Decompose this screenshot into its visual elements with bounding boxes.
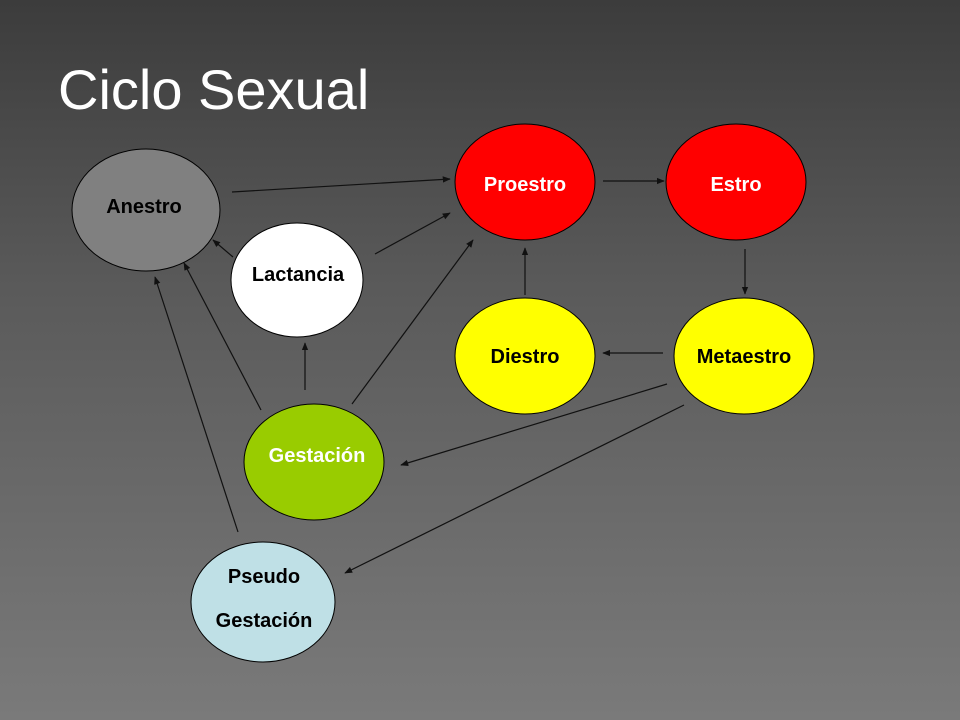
edge-anestro-proestro [231, 176, 451, 193]
node-lactancia: Lactancia [230, 222, 364, 338]
edge-gestacion-anestro [183, 262, 262, 411]
node-pseudo-label-line1: Pseudo [228, 566, 300, 588]
node-pseudo-gestacion: Pseudo Gestación [190, 541, 336, 663]
edges [154, 176, 749, 574]
edge-lactancia-proestro [374, 212, 451, 255]
node-proestro: Proestro [454, 123, 596, 241]
node-proestro-label: Proestro [484, 174, 566, 196]
node-diestro-label: Diestro [491, 346, 560, 368]
node-lactancia-label: Lactancia [252, 264, 345, 286]
edge-lactancia-anestro [212, 239, 234, 258]
edge-metaestro-pseudo [344, 404, 685, 574]
edge-gestacion-proestro [351, 239, 474, 405]
node-estro-label: Estro [710, 174, 761, 196]
node-estro: Estro [665, 123, 807, 241]
edge-pseudo-anestro [154, 276, 239, 533]
slide-title: Ciclo Sexual [58, 58, 370, 121]
edge-metaestro-gestacion [400, 383, 668, 466]
node-diestro: Diestro [454, 297, 596, 415]
node-gestacion-label: Gestación [269, 445, 366, 467]
node-metaestro: Metaestro [673, 297, 815, 415]
node-anestro-label: Anestro [106, 196, 182, 218]
node-anestro: Anestro [71, 148, 221, 272]
node-gestacion: Gestación [243, 403, 385, 521]
node-metaestro-label: Metaestro [697, 346, 791, 368]
node-pseudo-label-line2: Gestación [216, 610, 313, 632]
